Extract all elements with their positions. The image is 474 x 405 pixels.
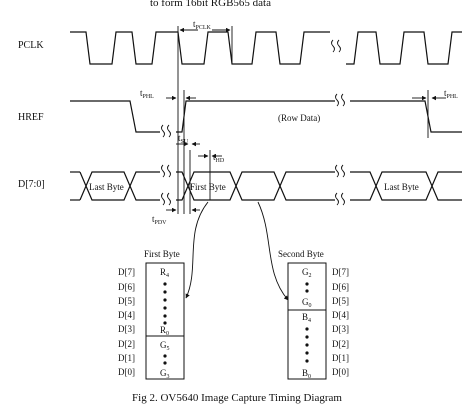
header-fragment: to form 16bit RGB565 data (150, 0, 271, 9)
second-byte-lower-dots (305, 327, 309, 363)
first-byte-lower-dots (163, 354, 167, 365)
second-byte-bit-label: D[0] (332, 367, 349, 377)
second-byte-b4-value: B4 (302, 312, 311, 324)
first-byte-msb-value: R4 (160, 267, 169, 279)
first-byte-box: First Byte D[7] D[6] D[5] D[4] D[3] D[2]… (118, 249, 185, 380)
pclk-waveform (70, 31, 462, 65)
row-data-label: (Row Data) (278, 113, 320, 123)
t-phl-left-marker: tPHL (140, 88, 196, 101)
first-byte-label: First Byte (190, 182, 226, 192)
first-byte-upper-dots (163, 282, 167, 325)
first-byte-arrow (185, 201, 209, 299)
signal-label-href: HREF (18, 112, 44, 123)
last-byte-right-label: Last Byte (384, 182, 419, 192)
first-byte-r0-value: R0 (160, 325, 169, 337)
second-byte-arrow (257, 201, 289, 301)
pclk-break-icon (331, 39, 341, 53)
t-phl-left-label: tPHL (140, 88, 154, 100)
last-byte-left-label: Last Byte (89, 182, 124, 192)
second-byte-bit-label: D[1] (332, 353, 349, 363)
first-byte-bit-label: D[6] (118, 282, 135, 292)
t-phl-right-marker: tPHL (412, 88, 458, 101)
first-byte-box-title: First Byte (144, 249, 180, 259)
first-byte-lsb-value: G3 (160, 368, 170, 380)
t-pdv-label: tPDV (152, 214, 167, 226)
second-byte-box: Second Byte D[7] D[6] D[5] D[4] D[3] D[2… (278, 249, 349, 380)
first-byte-bit-label: D[2] (118, 339, 135, 349)
second-byte-lsb-value: B0 (302, 368, 311, 380)
signal-label-data: D[7:0] (18, 179, 45, 190)
signal-label-pclk: PCLK (18, 40, 44, 51)
first-byte-g5-value: G5 (160, 340, 170, 352)
t-phl-right-label: tPHL (444, 88, 458, 100)
second-byte-bit-label: D[5] (332, 296, 349, 306)
t-pclk-marker: tPCLK (179, 19, 231, 33)
second-byte-upper-dots (305, 282, 309, 293)
t-pdv-marker: tPDV (152, 207, 200, 226)
second-byte-bit-label: D[7] (332, 267, 349, 277)
first-byte-bit-labels: D[7] D[6] D[5] D[4] D[3] D[2] D[1] D[0] (118, 267, 135, 377)
t-hd-marker: tHD (198, 152, 225, 164)
first-byte-bit-label: D[3] (118, 324, 135, 334)
href-waveform (70, 100, 462, 133)
figure-caption: Fig 2. OV5640 Image Capture Timing Diagr… (132, 392, 342, 404)
first-byte-bit-label: D[0] (118, 367, 135, 377)
second-byte-msb-value: G2 (302, 267, 312, 279)
second-byte-g0-value: G0 (302, 297, 312, 309)
first-byte-bit-label: D[1] (118, 353, 135, 363)
second-byte-bit-label: D[2] (332, 339, 349, 349)
href-break-icon-left (161, 124, 171, 138)
t-hd-label: tHD (213, 152, 225, 164)
first-byte-bit-label: D[5] (118, 296, 135, 306)
data-bus-break-icon-left (161, 164, 171, 206)
second-byte-bit-label: D[6] (332, 282, 349, 292)
data-bus-break-icon-right (335, 164, 345, 206)
t-su-label: tSU (178, 133, 189, 145)
first-byte-bit-label: D[7] (118, 267, 135, 277)
second-byte-bit-label: D[4] (332, 310, 349, 320)
t-su-marker: tSU (176, 133, 200, 147)
t-pclk-label: tPCLK (193, 19, 212, 31)
href-break-icon-right (335, 93, 345, 107)
timing-guides (177, 26, 429, 214)
first-byte-bit-label: D[4] (118, 310, 135, 320)
second-byte-box-title: Second Byte (278, 249, 324, 259)
second-byte-bit-label: D[3] (332, 324, 349, 334)
data-bus-waveform (70, 171, 462, 201)
second-byte-bit-labels: D[7] D[6] D[5] D[4] D[3] D[2] D[1] D[0] (332, 267, 349, 377)
